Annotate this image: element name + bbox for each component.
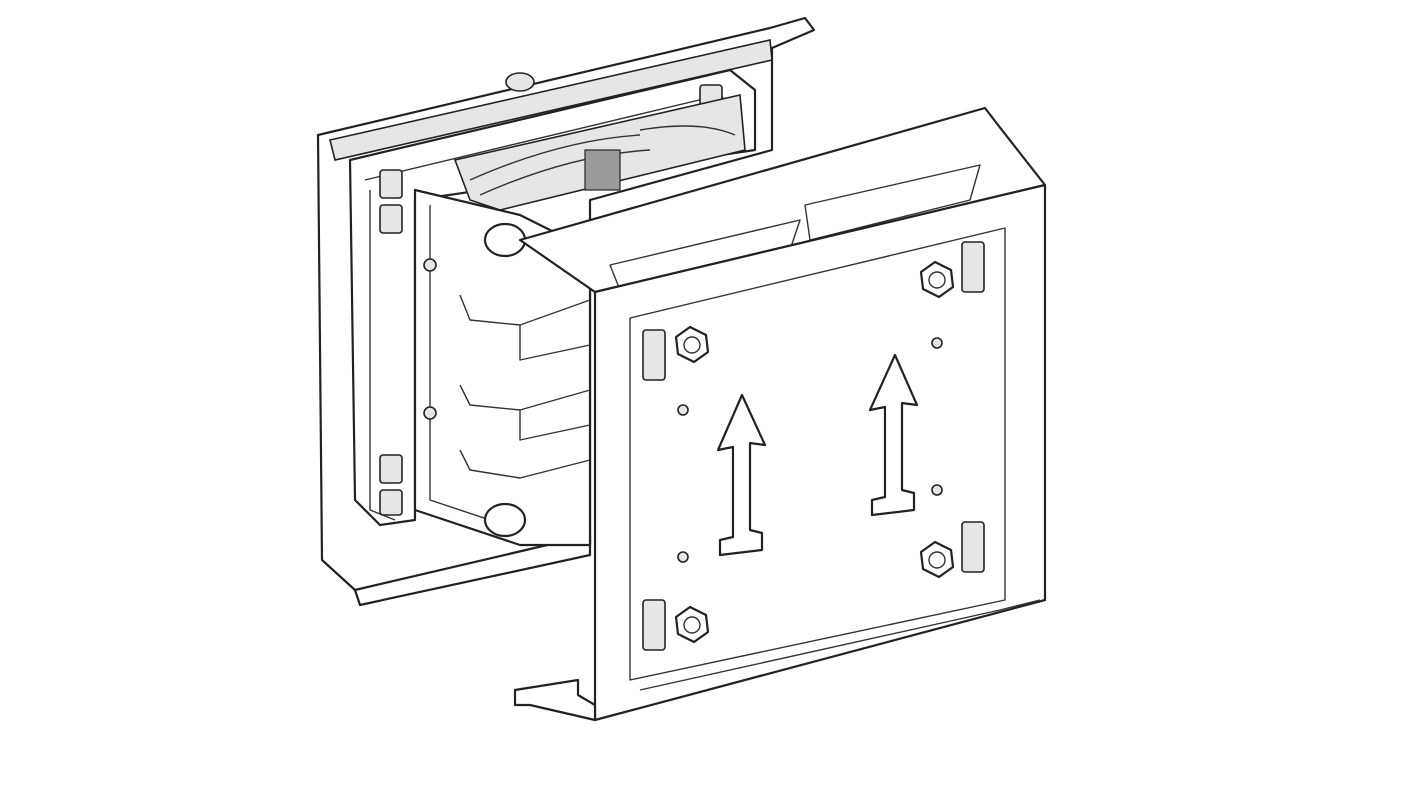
inner-box (413, 188, 592, 547)
hex-bolt-icon (919, 260, 955, 299)
clamp-mechanism (453, 94, 746, 211)
hex-bolt-icon (674, 605, 710, 644)
arrow-up-icon (868, 353, 919, 517)
front-mounting-plate (513, 106, 1047, 722)
arrow-up-icon (716, 393, 767, 557)
hex-bolt-icon (674, 325, 710, 364)
hex-bolt-icon (919, 540, 955, 579)
